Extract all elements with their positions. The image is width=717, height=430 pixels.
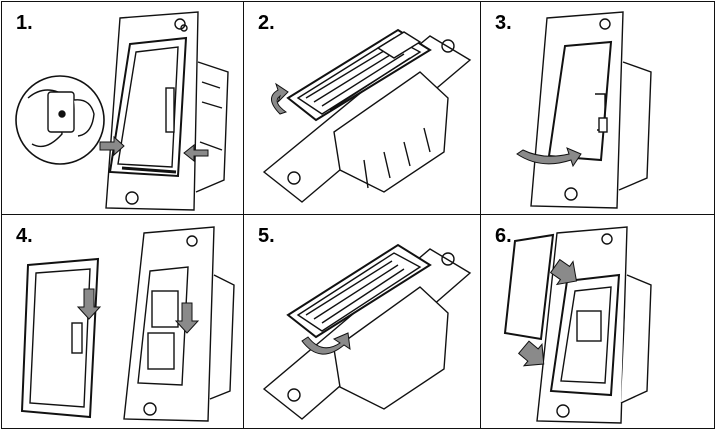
step-panel-5: 5. [244, 215, 481, 428]
plate-screw-top [174, 18, 186, 30]
step-number-6: 6. [495, 225, 512, 247]
plate-screw-bottom [125, 191, 139, 205]
dimmer-paddle [547, 40, 613, 162]
arrow-into-frame [183, 143, 209, 163]
rotate-arrow [301, 332, 351, 355]
step-number-1: 1. [16, 12, 33, 34]
arrow-to-plate [99, 135, 125, 157]
lift-arrow [271, 82, 289, 115]
down-arrow-frame [76, 288, 102, 320]
step-4-illustration [20, 226, 235, 422]
down-arrow-device [174, 302, 200, 334]
step-2-illustration [262, 28, 472, 203]
twist-arrow [516, 147, 582, 168]
step-5-illustration [262, 243, 472, 420]
step-number-3: 3. [495, 12, 512, 34]
step-panel-1: 1. [2, 2, 244, 215]
arrow-down-right [517, 340, 545, 367]
arrow-right-down [549, 258, 578, 286]
step-number-2: 2. [258, 12, 275, 34]
step-panel-2: 2. [244, 2, 481, 215]
step-3-illustration [516, 11, 652, 209]
step-6-illustration [503, 226, 652, 424]
step-1-illustration [15, 11, 229, 211]
paddle-cover [503, 233, 555, 341]
step-panel-3: 3. [481, 2, 714, 215]
step-panel-4: 4. [2, 215, 244, 428]
step-number-5: 5. [258, 225, 275, 247]
step-panel-6: 6. [481, 215, 714, 428]
step-number-4: 4. [16, 225, 33, 247]
